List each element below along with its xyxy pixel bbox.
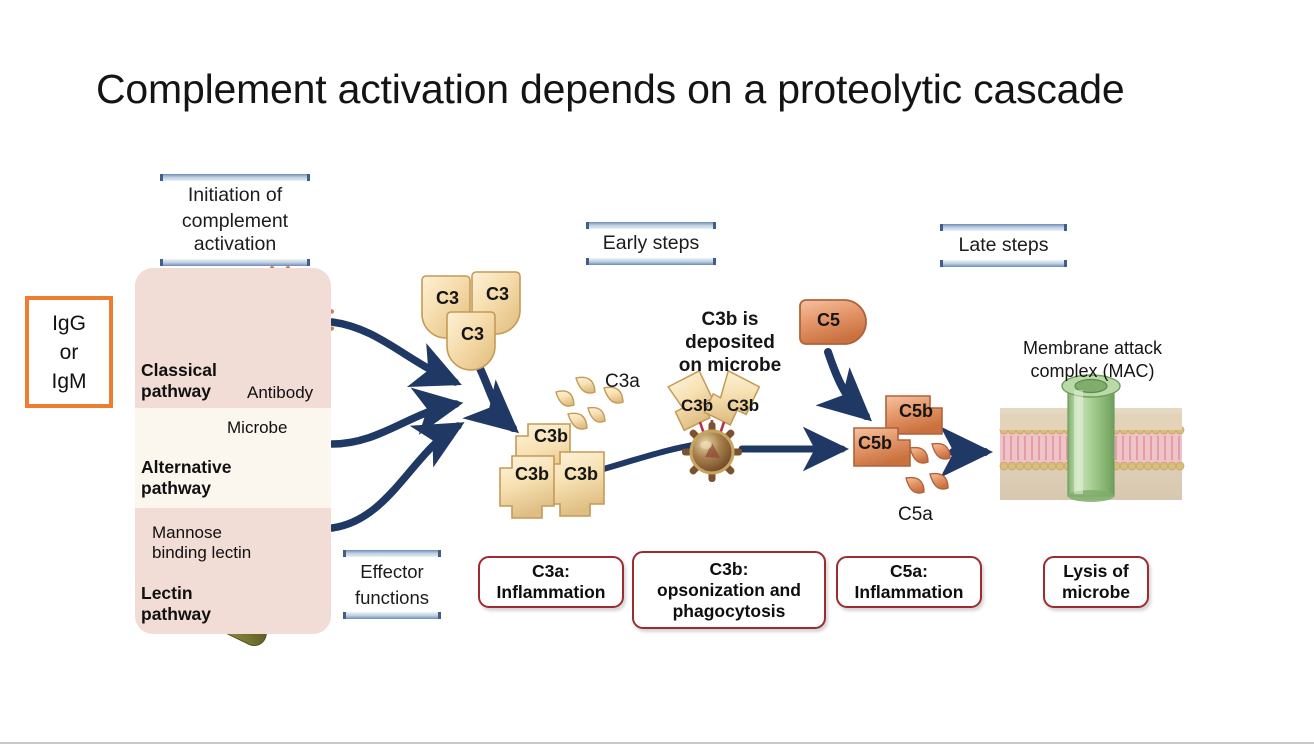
label-c3b-3: C3b bbox=[564, 464, 599, 484]
section-header-effector-functions: Effector functions bbox=[343, 550, 441, 619]
label-c5b-1: C5b bbox=[899, 401, 934, 421]
effector-box-c5a-line2: Inflammation bbox=[854, 582, 964, 602]
initiation-pathways-panel bbox=[135, 268, 331, 634]
igg-or-igm-callout: IgG or IgM bbox=[25, 296, 113, 408]
annotation-microbe: Microbe bbox=[227, 418, 288, 437]
header-bar-bottom bbox=[160, 259, 310, 266]
pathway-convergence-arrows bbox=[328, 318, 465, 532]
section-header-initiation: Initiation of complement activation bbox=[160, 174, 310, 266]
section-header-effector-line1: Effector bbox=[360, 561, 424, 582]
header-bar-top bbox=[586, 222, 716, 229]
section-header-early-steps: Early steps bbox=[586, 222, 716, 265]
mac-pore bbox=[1061, 374, 1121, 502]
lectin-band bbox=[135, 508, 331, 634]
c3b-to-microbe-arrow bbox=[597, 441, 703, 473]
effector-box-c3b-line3: phagocytosis bbox=[672, 600, 786, 621]
effector-box-lysis: Lysis of microbe bbox=[1043, 556, 1149, 608]
annotation-mannose-line1: Mannose bbox=[152, 523, 222, 542]
callout-line-1: IgG bbox=[52, 311, 86, 335]
header-bar-top bbox=[160, 174, 310, 181]
note-c3b-deposited-line3: on microbe bbox=[678, 355, 782, 376]
c5-to-c5b-arrow bbox=[815, 348, 872, 422]
label-microbe-c3b-1: C3b bbox=[681, 396, 714, 415]
label-c3b-1: C3b bbox=[534, 426, 569, 446]
c5b-cluster-illustration bbox=[853, 395, 943, 467]
section-header-effector-line2: functions bbox=[354, 587, 430, 608]
section-header-early-steps-label: Early steps bbox=[602, 232, 700, 254]
c5-molecule-illustration bbox=[799, 299, 867, 345]
annotation-mannose-line2: binding lectin bbox=[152, 543, 252, 562]
section-header-initiation-line3: activation bbox=[193, 233, 277, 255]
pathway-label-alternative-line1: Alternative bbox=[141, 457, 232, 477]
section-header-late-steps: Late steps bbox=[940, 224, 1067, 267]
label-c5a: C5a bbox=[898, 504, 933, 525]
effector-box-c5a-line1: C5a: bbox=[890, 561, 928, 581]
label-c3-1: C3 bbox=[436, 288, 460, 308]
pathway-label-lectin-line1: Lectin bbox=[141, 583, 193, 603]
label-microbe-c3b-2: C3b bbox=[727, 396, 760, 415]
header-bar-top bbox=[940, 224, 1067, 231]
c5a-fragments-illustration bbox=[905, 442, 951, 494]
page-title: Complement activation depends on a prote… bbox=[96, 66, 1125, 112]
effector-box-c3b: C3b: opsonization and phagocytosis bbox=[632, 551, 826, 629]
membrane-attack-complex-illustration bbox=[999, 374, 1185, 502]
section-header-late-steps-label: Late steps bbox=[958, 234, 1049, 256]
pathway-label-lectin-line2: pathway bbox=[141, 604, 212, 624]
effector-box-c3a-line2: Inflammation bbox=[496, 582, 606, 602]
c3a-fragments-illustration bbox=[555, 376, 624, 430]
label-c3-2: C3 bbox=[486, 284, 510, 304]
label-c3b-2: C3b bbox=[515, 464, 550, 484]
effector-box-c3b-line1: C3b: bbox=[709, 558, 749, 579]
alternative-band bbox=[135, 408, 331, 508]
pathway-label-classical-line2: pathway bbox=[141, 381, 212, 401]
label-c3-3: C3 bbox=[461, 324, 485, 344]
microbe-with-c3b-illustration bbox=[667, 369, 761, 482]
pathway-label-alternative-line2: pathway bbox=[141, 478, 212, 498]
classical-band bbox=[135, 268, 331, 408]
effector-box-c3a-line1: C3a: bbox=[532, 561, 570, 581]
c3-trimer-illustration bbox=[421, 271, 521, 371]
effector-box-lysis-line2: microbe bbox=[1061, 582, 1131, 602]
label-mac-line2: complex (MAC) bbox=[1030, 361, 1155, 381]
section-header-initiation-line2: complement bbox=[181, 210, 289, 232]
effector-box-c5a: C5a: Inflammation bbox=[836, 556, 982, 608]
effector-box-c3b-line2: opsonization and bbox=[657, 579, 801, 600]
c3b-cluster-illustration bbox=[499, 423, 605, 519]
effector-box-lysis-line1: Lysis of bbox=[1063, 561, 1129, 581]
label-c3a: C3a bbox=[605, 371, 640, 392]
label-mac-line1: Membrane attack bbox=[1022, 338, 1163, 358]
callout-line-2: or bbox=[59, 340, 79, 364]
header-bar-bottom bbox=[940, 260, 1067, 267]
annotation-antibody: Antibody bbox=[247, 383, 314, 402]
pathway-label-classical-line1: Classical bbox=[141, 360, 217, 380]
effector-box-c3a: C3a: Inflammation bbox=[478, 556, 624, 608]
label-c5: C5 bbox=[817, 310, 841, 330]
header-bar-top bbox=[343, 550, 441, 557]
section-header-initiation-line1: Initiation of bbox=[187, 184, 283, 206]
header-bar-bottom bbox=[343, 612, 441, 619]
note-c3b-deposited-line2: deposited bbox=[685, 332, 775, 353]
note-c3b-deposited-line1: C3b is bbox=[701, 309, 759, 330]
callout-line-3: IgM bbox=[51, 369, 87, 393]
header-bar-bottom bbox=[586, 258, 716, 265]
label-c5b-2: C5b bbox=[858, 433, 893, 453]
